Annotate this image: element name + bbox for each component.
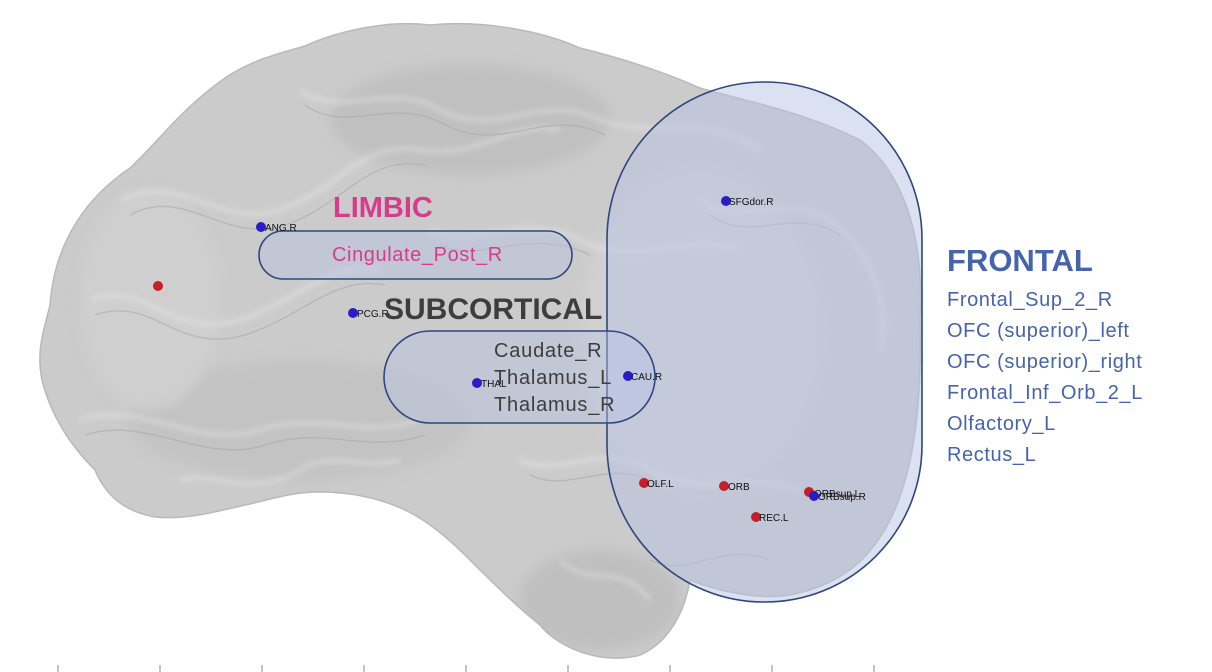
node-label-sfgdor-r: SFGdor.R	[729, 197, 773, 208]
node-label-orbsup-r: ORBsup.R	[818, 492, 866, 503]
subcortical-region-item: Caudate_R	[494, 340, 603, 362]
subcortical-region-item: Thalamus_L	[494, 367, 613, 389]
node-orb-l	[719, 481, 729, 491]
frontal-region-item: Frontal_Inf_Orb_2_L	[947, 382, 1143, 404]
node-label-pcg-r: PCG.R	[357, 309, 389, 320]
node-label-thal: THAL	[481, 379, 507, 390]
node-pcg-r	[348, 308, 358, 318]
node-ang-r	[256, 222, 266, 232]
frontal-region-outline	[606, 81, 923, 603]
node-cau-r	[623, 371, 633, 381]
node-label-ang-r: ANG.R	[265, 223, 297, 234]
frontal-group-title: FRONTAL	[947, 243, 1093, 278]
limbic-region-outline	[258, 230, 573, 280]
node-unlabeled-red	[153, 281, 163, 291]
frontal-region-item: OFC (superior)_right	[947, 351, 1143, 373]
bottom-tick-marks	[57, 665, 875, 672]
network-nodes: ANG.R PCG.R THAL CAU.R SFGdor.R OLF.L OR…	[153, 196, 866, 524]
subcortical-region-outline	[383, 330, 656, 424]
node-label-olf-l: OLF.L	[647, 479, 674, 490]
limbic-group-title: LIMBIC	[333, 192, 433, 224]
node-rec-l	[751, 512, 761, 522]
node-olf-l	[639, 478, 649, 488]
frontal-region-list: Frontal_Sup_2_R OFC (superior)_left OFC …	[947, 285, 1143, 471]
node-label-rec-l: REC.L	[759, 513, 789, 524]
frontal-region-item: OFC (superior)_left	[947, 320, 1130, 342]
frontal-region-item: Rectus_L	[947, 444, 1037, 466]
subcortical-region-item: Thalamus_R	[494, 394, 616, 416]
subcortical-group-title: SUBCORTICAL	[384, 293, 603, 326]
node-sfgdor-r	[721, 196, 731, 206]
node-label-orb-l: ORB	[728, 482, 750, 493]
subcortical-region-list: Caudate_R Thalamus_L Thalamus_R	[494, 338, 615, 419]
node-label-cau-r: CAU.R	[631, 372, 662, 383]
node-label-orbsup-l: ORBsup.L	[814, 489, 861, 500]
frontal-region-item: Olfactory_L	[947, 413, 1056, 435]
node-orbsup-r	[809, 491, 819, 501]
limbic-region-label: Cingulate_Post_R	[332, 244, 503, 266]
frontal-region-item: Frontal_Sup_2_R	[947, 289, 1113, 311]
node-thal	[472, 378, 482, 388]
